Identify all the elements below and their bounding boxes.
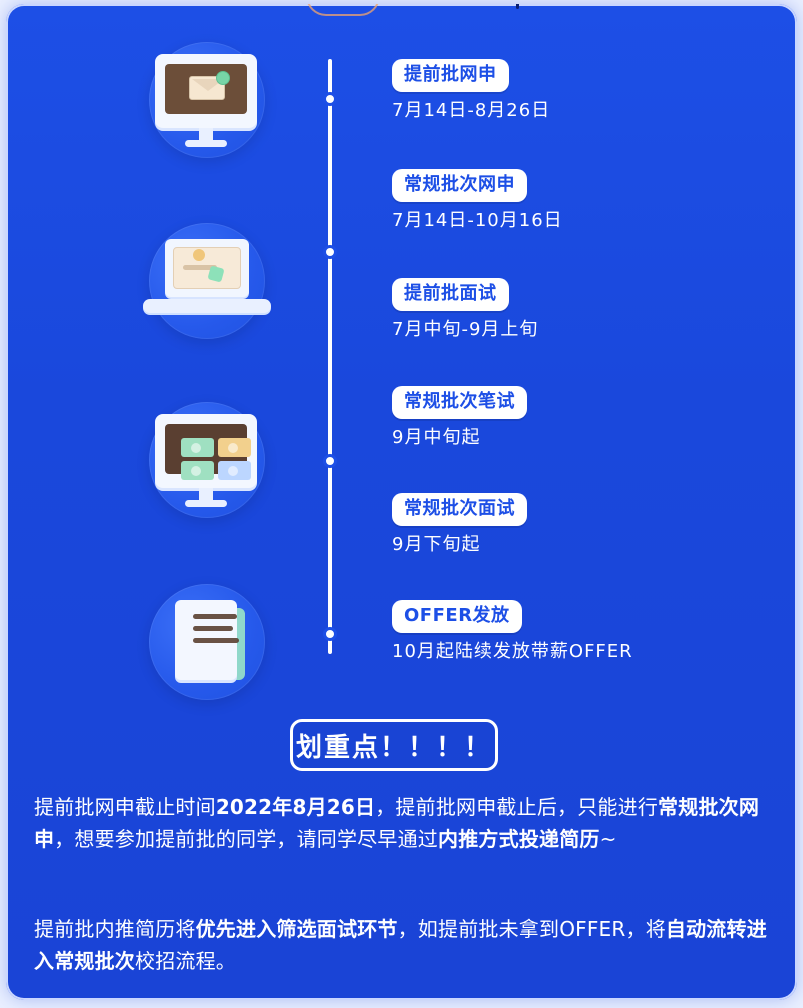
note-paragraph-2: 提前批内推简历将优先进入筛选面试环节，如提前批未拿到OFFER，将自动流转进入常… [34, 913, 784, 977]
note-bold: 自动流转进入常规批次 [34, 917, 767, 973]
timeline-line [328, 59, 332, 654]
note-text: ，想要参加提前批的同学，请同学尽早通过 [54, 827, 439, 851]
step-date: 10月起陆续发放带薪OFFER [392, 641, 633, 662]
note-text: 校招流程。 [135, 949, 236, 973]
email-monitor-icon [149, 42, 265, 158]
laptop-icon [143, 239, 271, 325]
avatar-icon [193, 249, 205, 261]
video-tile-1 [181, 438, 214, 457]
video-grid [181, 438, 251, 480]
note-text: ，如提前批未拿到OFFER，将 [397, 917, 666, 941]
content-card: 提前批网申 7月14日-8月26日 常规批次网申 7月14日-10月16日 提前… [6, 4, 797, 1000]
highlight-title: 划重点！！！！ [290, 719, 498, 771]
document-icon [149, 584, 265, 700]
doc-line-3 [193, 638, 239, 643]
timeline-step-6: OFFER发放 10月起陆续发放带薪OFFER [392, 600, 782, 663]
step-date: 7月14日-10月16日 [392, 210, 563, 231]
video-tile-4 [218, 461, 251, 480]
video-tile-3 [181, 461, 214, 480]
note-bold: 2022年8月26日 [215, 795, 376, 819]
doc-stack-icon [165, 600, 251, 686]
note-text: 提前批网申截止时间 [34, 795, 216, 819]
doc-sheet [175, 600, 239, 680]
step-date: 9月中旬起 [392, 427, 481, 448]
monitor-screen [165, 64, 247, 114]
timeline-dot-4 [323, 627, 337, 641]
resume-bar [183, 265, 217, 270]
laptop-lid [165, 239, 249, 297]
timeline-dot-3 [323, 454, 337, 468]
note-text: ~ [599, 827, 617, 851]
monitor-icon [155, 54, 257, 147]
step-label: 提前批面试 [392, 278, 509, 311]
step-label: 常规批次笔试 [392, 386, 527, 419]
monitor-screen [165, 424, 251, 480]
timeline-step-4: 常规批次笔试 9月中旬起 [392, 386, 782, 449]
video-tile-2 [218, 438, 251, 457]
step-date: 7月中旬-9月上旬 [392, 319, 539, 340]
note-text: 提前批内推简历将 [34, 917, 196, 941]
note-bold: 常规批次网申 [34, 795, 760, 851]
monitor-stand [199, 488, 213, 500]
timeline-dot-1 [323, 92, 337, 106]
note-bold: 优先进入筛选面试环节 [195, 917, 398, 941]
monitor-icon [155, 414, 257, 507]
envelope-icon [189, 71, 230, 100]
step-date: 7月14日-8月26日 [392, 100, 551, 121]
timeline-step-2: 常规批次网申 7月14日-10月16日 [392, 169, 782, 232]
step-label: 提前批网申 [392, 59, 509, 92]
timeline-dot-2 [323, 245, 337, 259]
top-accent-decoration [306, 4, 380, 16]
laptop-base [143, 299, 271, 313]
monitor-base [185, 500, 227, 507]
doc-line-1 [193, 614, 237, 619]
video-interview-monitor-icon [149, 402, 265, 518]
note-bold: 内推方式投递简历 [438, 827, 600, 851]
timeline-step-3: 提前批面试 7月中旬-9月上旬 [392, 278, 782, 341]
top-tick-decoration [516, 4, 519, 9]
note-paragraph-1: 提前批网申截止时间2022年8月26日，提前批网申截止后，只能进行常规批次网申，… [34, 791, 784, 855]
step-label: 常规批次面试 [392, 493, 527, 526]
step-label: 常规批次网申 [392, 169, 527, 202]
timeline-step-5: 常规批次面试 9月下旬起 [392, 493, 782, 556]
monitor-base [185, 140, 227, 147]
step-date: 9月下旬起 [392, 534, 481, 555]
notification-dot-icon [216, 71, 230, 85]
doc-line-2 [193, 626, 233, 631]
timeline-step-1: 提前批网申 7月14日-8月26日 [392, 59, 782, 122]
step-label: OFFER发放 [392, 600, 522, 633]
laptop-resume-icon [143, 223, 271, 339]
monitor-stand [199, 128, 213, 140]
note-text: ，提前批网申截止后，只能进行 [375, 795, 659, 819]
